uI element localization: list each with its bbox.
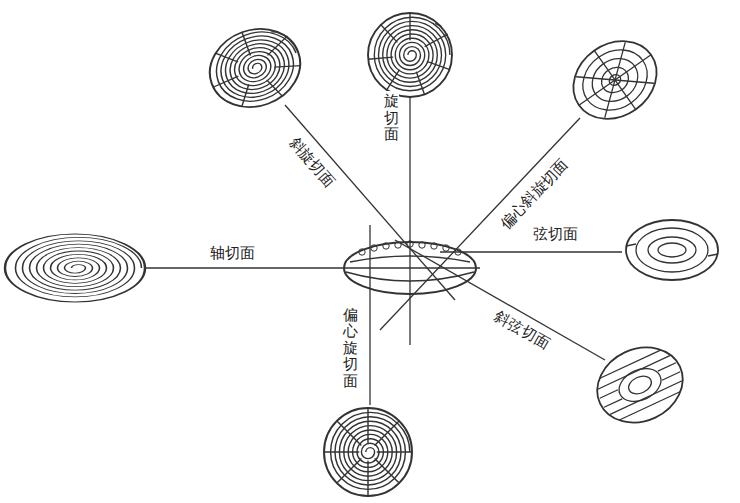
section-label: 弦切面 xyxy=(531,225,580,243)
section-label: 旋切面 xyxy=(384,91,399,145)
section-label: 偏心旋切面 xyxy=(343,305,358,392)
section-label: 斜旋切面 xyxy=(284,132,340,192)
section-label: 偏心斜旋切面 xyxy=(495,154,573,235)
section-label: 斜弦切面 xyxy=(490,306,555,353)
section-label: 轴切面 xyxy=(208,244,257,262)
